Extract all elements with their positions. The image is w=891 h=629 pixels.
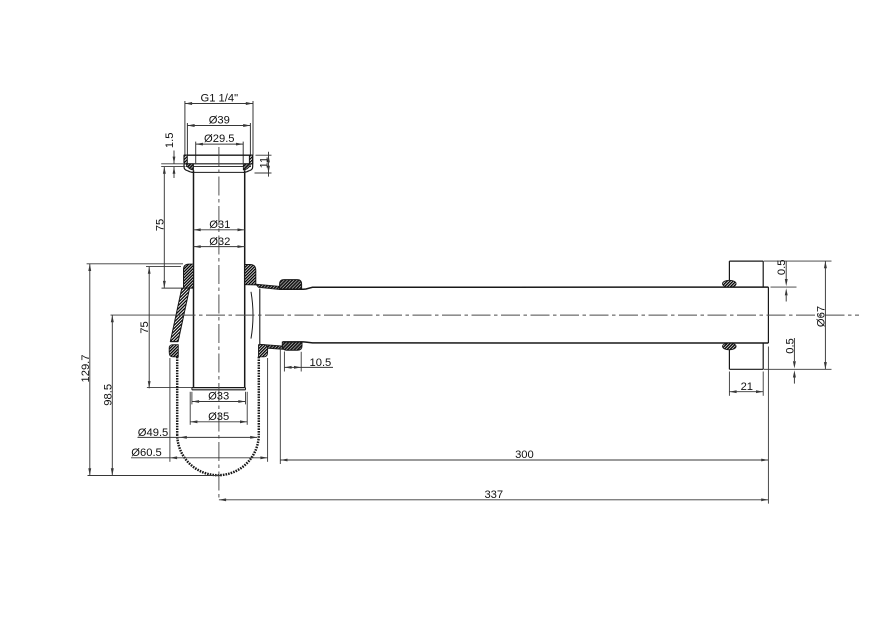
svg-text:337: 337 <box>484 489 503 501</box>
svg-text:1.5: 1.5 <box>164 133 176 149</box>
svg-text:10.5: 10.5 <box>310 357 332 369</box>
svg-text:Ø39: Ø39 <box>209 115 230 127</box>
svg-text:75: 75 <box>139 321 151 333</box>
svg-text:75: 75 <box>154 219 166 231</box>
svg-text:Ø35: Ø35 <box>208 411 229 423</box>
svg-text:Ø32: Ø32 <box>209 236 230 248</box>
svg-text:21: 21 <box>741 381 753 393</box>
svg-text:G1 1/4": G1 1/4" <box>201 93 239 105</box>
svg-text:11: 11 <box>259 157 271 169</box>
svg-text:Ø33: Ø33 <box>208 391 229 403</box>
svg-text:Ø60.5: Ø60.5 <box>131 447 161 459</box>
svg-text:129.7: 129.7 <box>80 355 92 383</box>
svg-text:Ø29.5: Ø29.5 <box>204 133 234 145</box>
svg-text:0.5: 0.5 <box>776 260 788 276</box>
svg-text:0.5: 0.5 <box>784 338 796 354</box>
svg-text:98.5: 98.5 <box>102 384 114 406</box>
svg-text:Ø67: Ø67 <box>815 306 827 327</box>
svg-text:Ø31: Ø31 <box>209 219 230 231</box>
svg-text:Ø49.5: Ø49.5 <box>138 427 168 439</box>
svg-text:300: 300 <box>515 449 534 461</box>
